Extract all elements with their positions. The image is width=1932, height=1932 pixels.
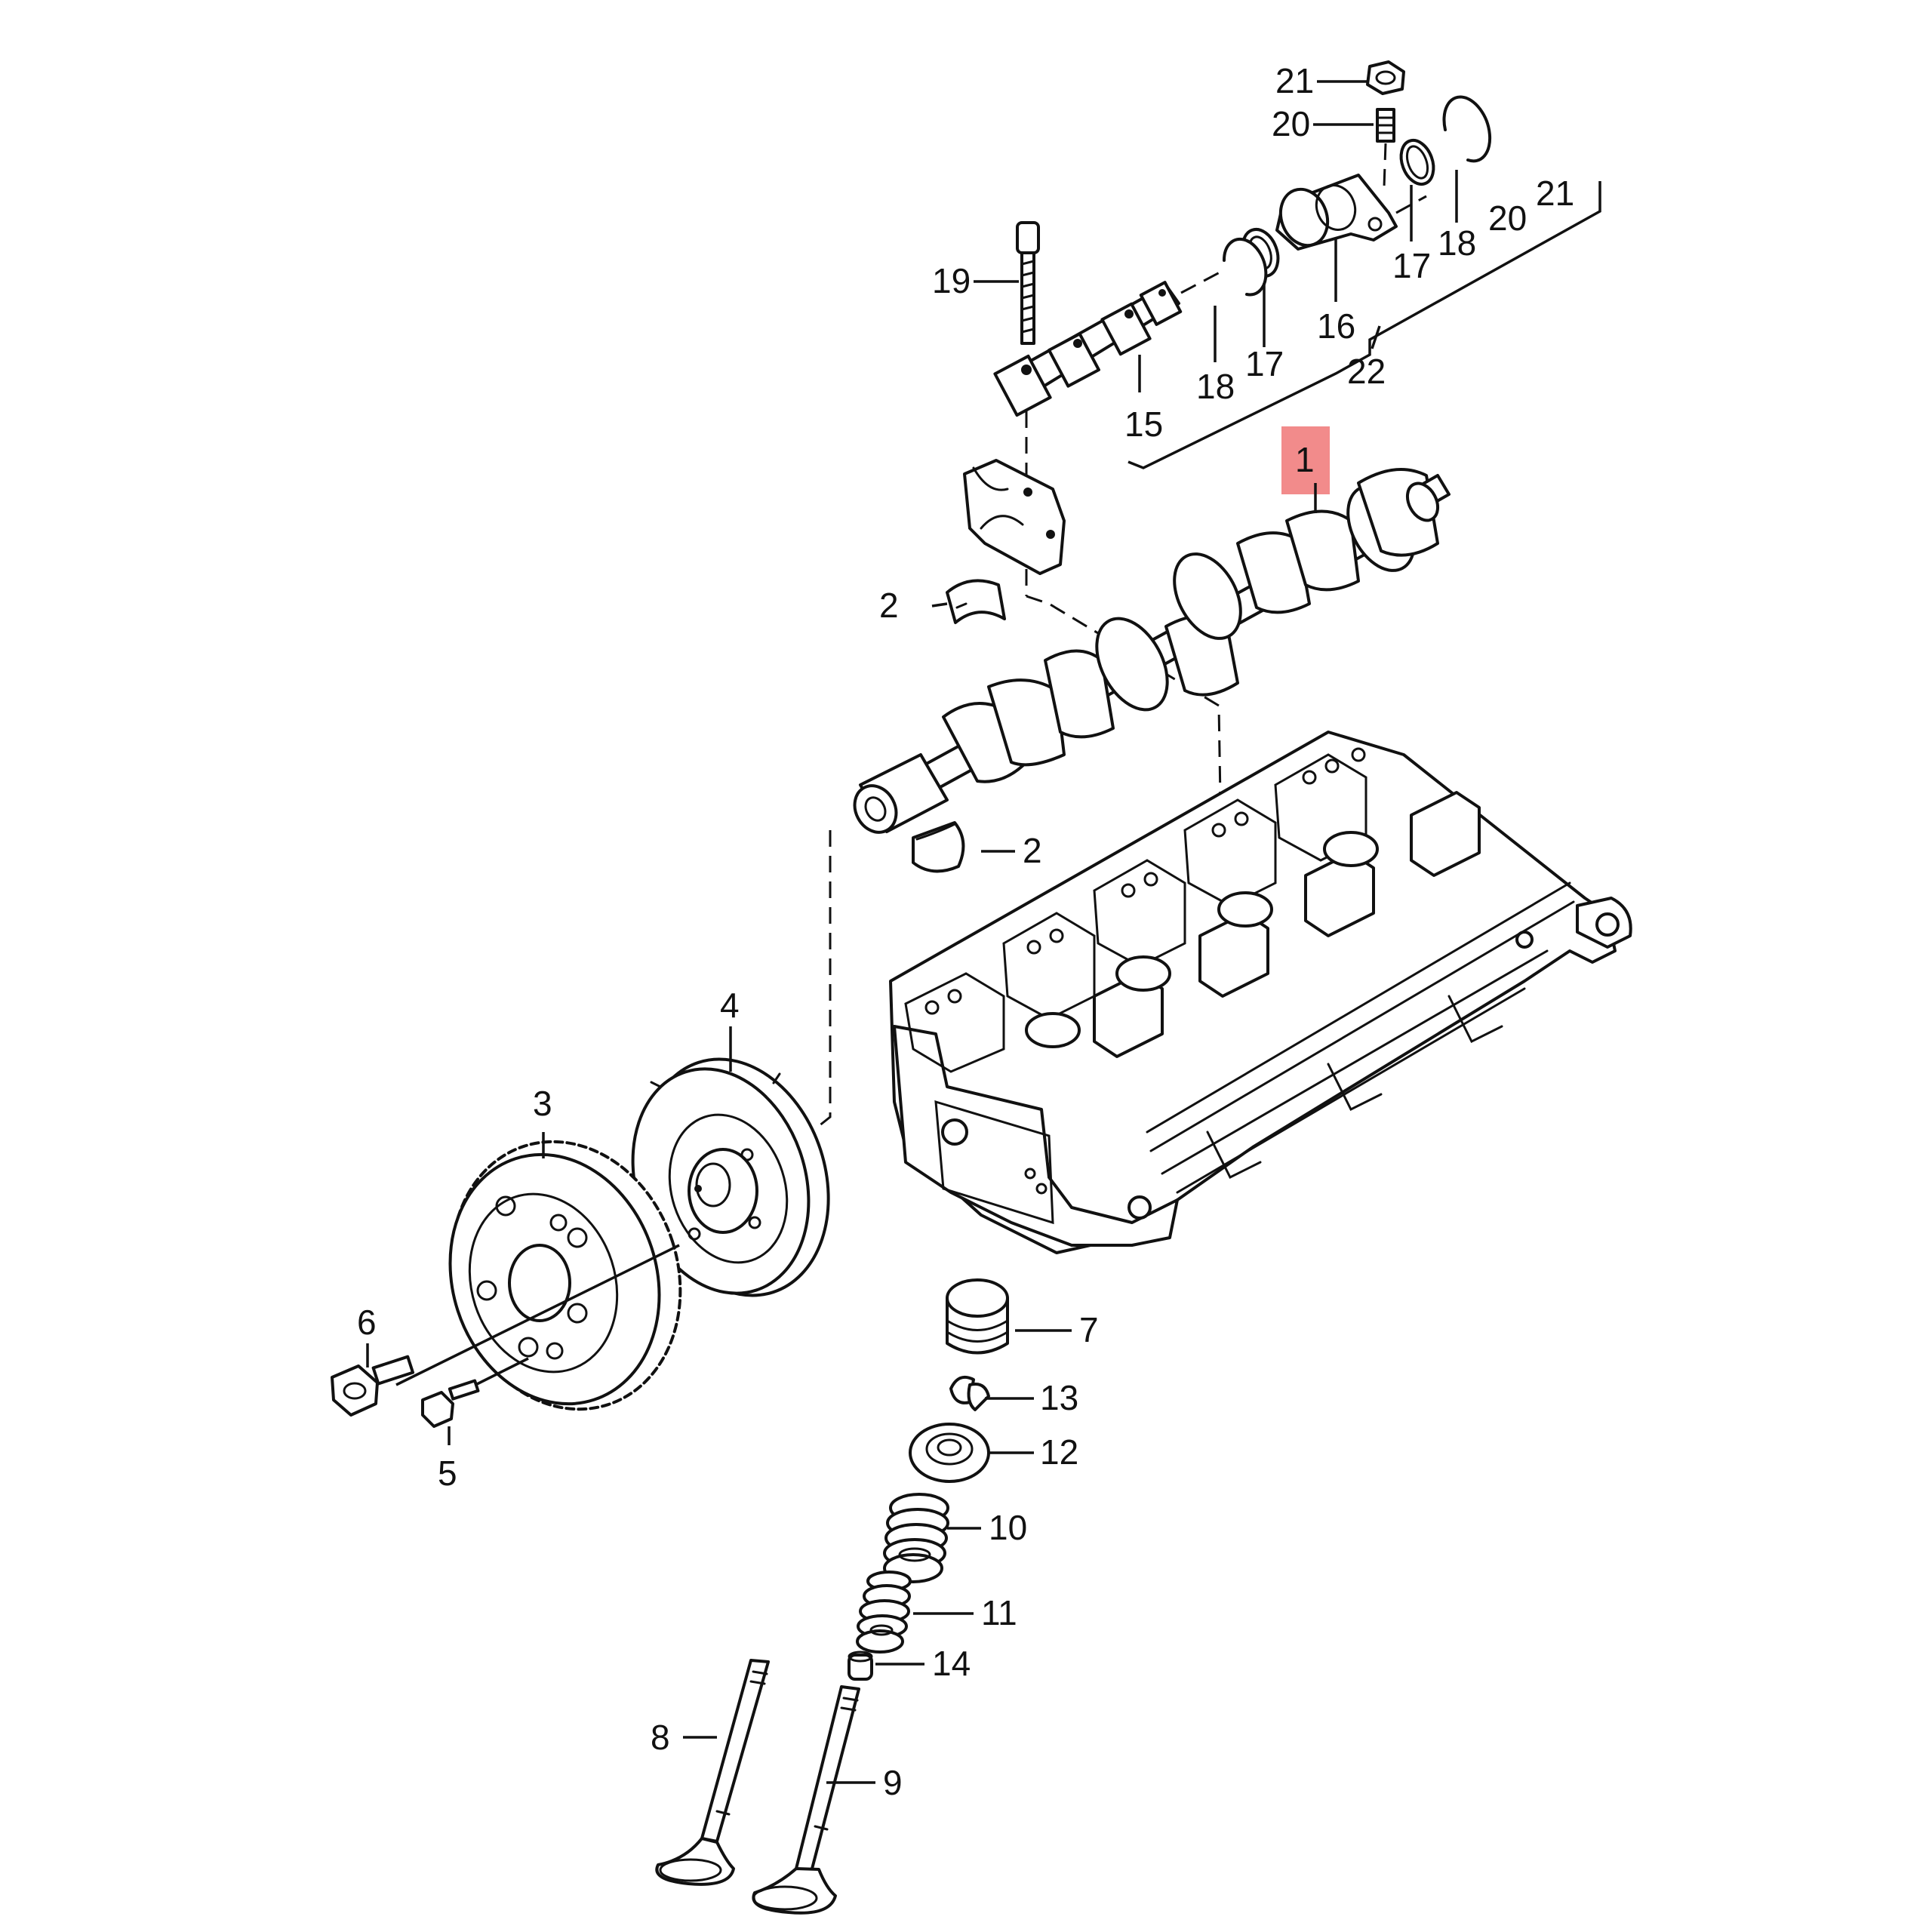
part-1-highlight	[1281, 426, 1330, 494]
circlip-18-lower-icon	[1222, 237, 1268, 297]
label-part-20-group: 20	[1488, 198, 1527, 238]
leader-lines	[366, 80, 1458, 1784]
label-part-8: 8	[651, 1718, 670, 1757]
adjusting-screw-icon	[1376, 108, 1395, 188]
label-part-14: 14	[932, 1644, 971, 1683]
label-part-10: 10	[989, 1508, 1027, 1547]
rocker-arm-16-icon	[1275, 174, 1427, 251]
valve-spring-inner-11-icon	[856, 1571, 912, 1654]
valve-9-icon	[752, 1685, 860, 1915]
valve-8-icon	[655, 1659, 770, 1886]
label-part-3: 3	[533, 1084, 552, 1123]
label-part-21-nut: 21	[1275, 61, 1314, 100]
valve-keepers-13-icon	[949, 1376, 990, 1411]
hydraulic-tappet-7-icon	[946, 1278, 1009, 1355]
label-part-2-upper: 2	[879, 586, 899, 625]
label-part-21-group: 21	[1536, 174, 1574, 213]
nut-icon	[1366, 60, 1405, 95]
spring-retainer-12-icon	[909, 1423, 990, 1483]
label-part-12: 12	[1040, 1432, 1078, 1472]
rocker-shaft-15-icon	[993, 270, 1222, 417]
valve-stem-seal-14-icon	[848, 1651, 873, 1681]
label-part-22: 22	[1347, 352, 1386, 391]
valve-spring-outer-10-icon	[883, 1493, 949, 1583]
bearing-shell-lower-icon	[912, 821, 965, 873]
label-part-2-lower: 2	[1023, 831, 1042, 870]
label-part-6: 6	[357, 1303, 377, 1342]
label-part-7: 7	[1079, 1310, 1099, 1349]
assembly-bracket-22	[1128, 181, 1601, 469]
label-part-17-lower: 17	[1245, 344, 1284, 383]
label-part-18-upper: 18	[1438, 223, 1476, 263]
label-part-1: 1	[1295, 440, 1315, 479]
label-part-9: 9	[883, 1763, 903, 1802]
label-part-15: 15	[1124, 405, 1163, 444]
label-part-4: 4	[720, 986, 740, 1025]
label-part-16: 16	[1317, 306, 1355, 346]
cylinder-head-icon	[889, 731, 1632, 1254]
bolt-19-icon	[1016, 221, 1040, 345]
bolt-6-icon	[331, 1355, 415, 1417]
label-part-19: 19	[932, 261, 971, 300]
label-part-11: 11	[981, 1593, 1017, 1632]
thrust-ring-17-upper-icon	[1399, 138, 1435, 186]
label-part-13: 13	[1040, 1378, 1078, 1417]
bearing-shell-upper-icon	[946, 579, 1006, 624]
label-part-18-lower: 18	[1196, 367, 1235, 406]
label-part-20-screw: 20	[1272, 104, 1310, 143]
screw-5-icon	[421, 1379, 480, 1428]
label-part-5: 5	[438, 1454, 457, 1493]
label-part-17-upper: 17	[1392, 246, 1431, 285]
camshaft-1-icon	[853, 468, 1451, 834]
bearing-cap-icon	[963, 459, 1066, 575]
circlip-18-upper-icon	[1442, 95, 1492, 163]
sprocket-3-icon	[448, 1140, 682, 1411]
